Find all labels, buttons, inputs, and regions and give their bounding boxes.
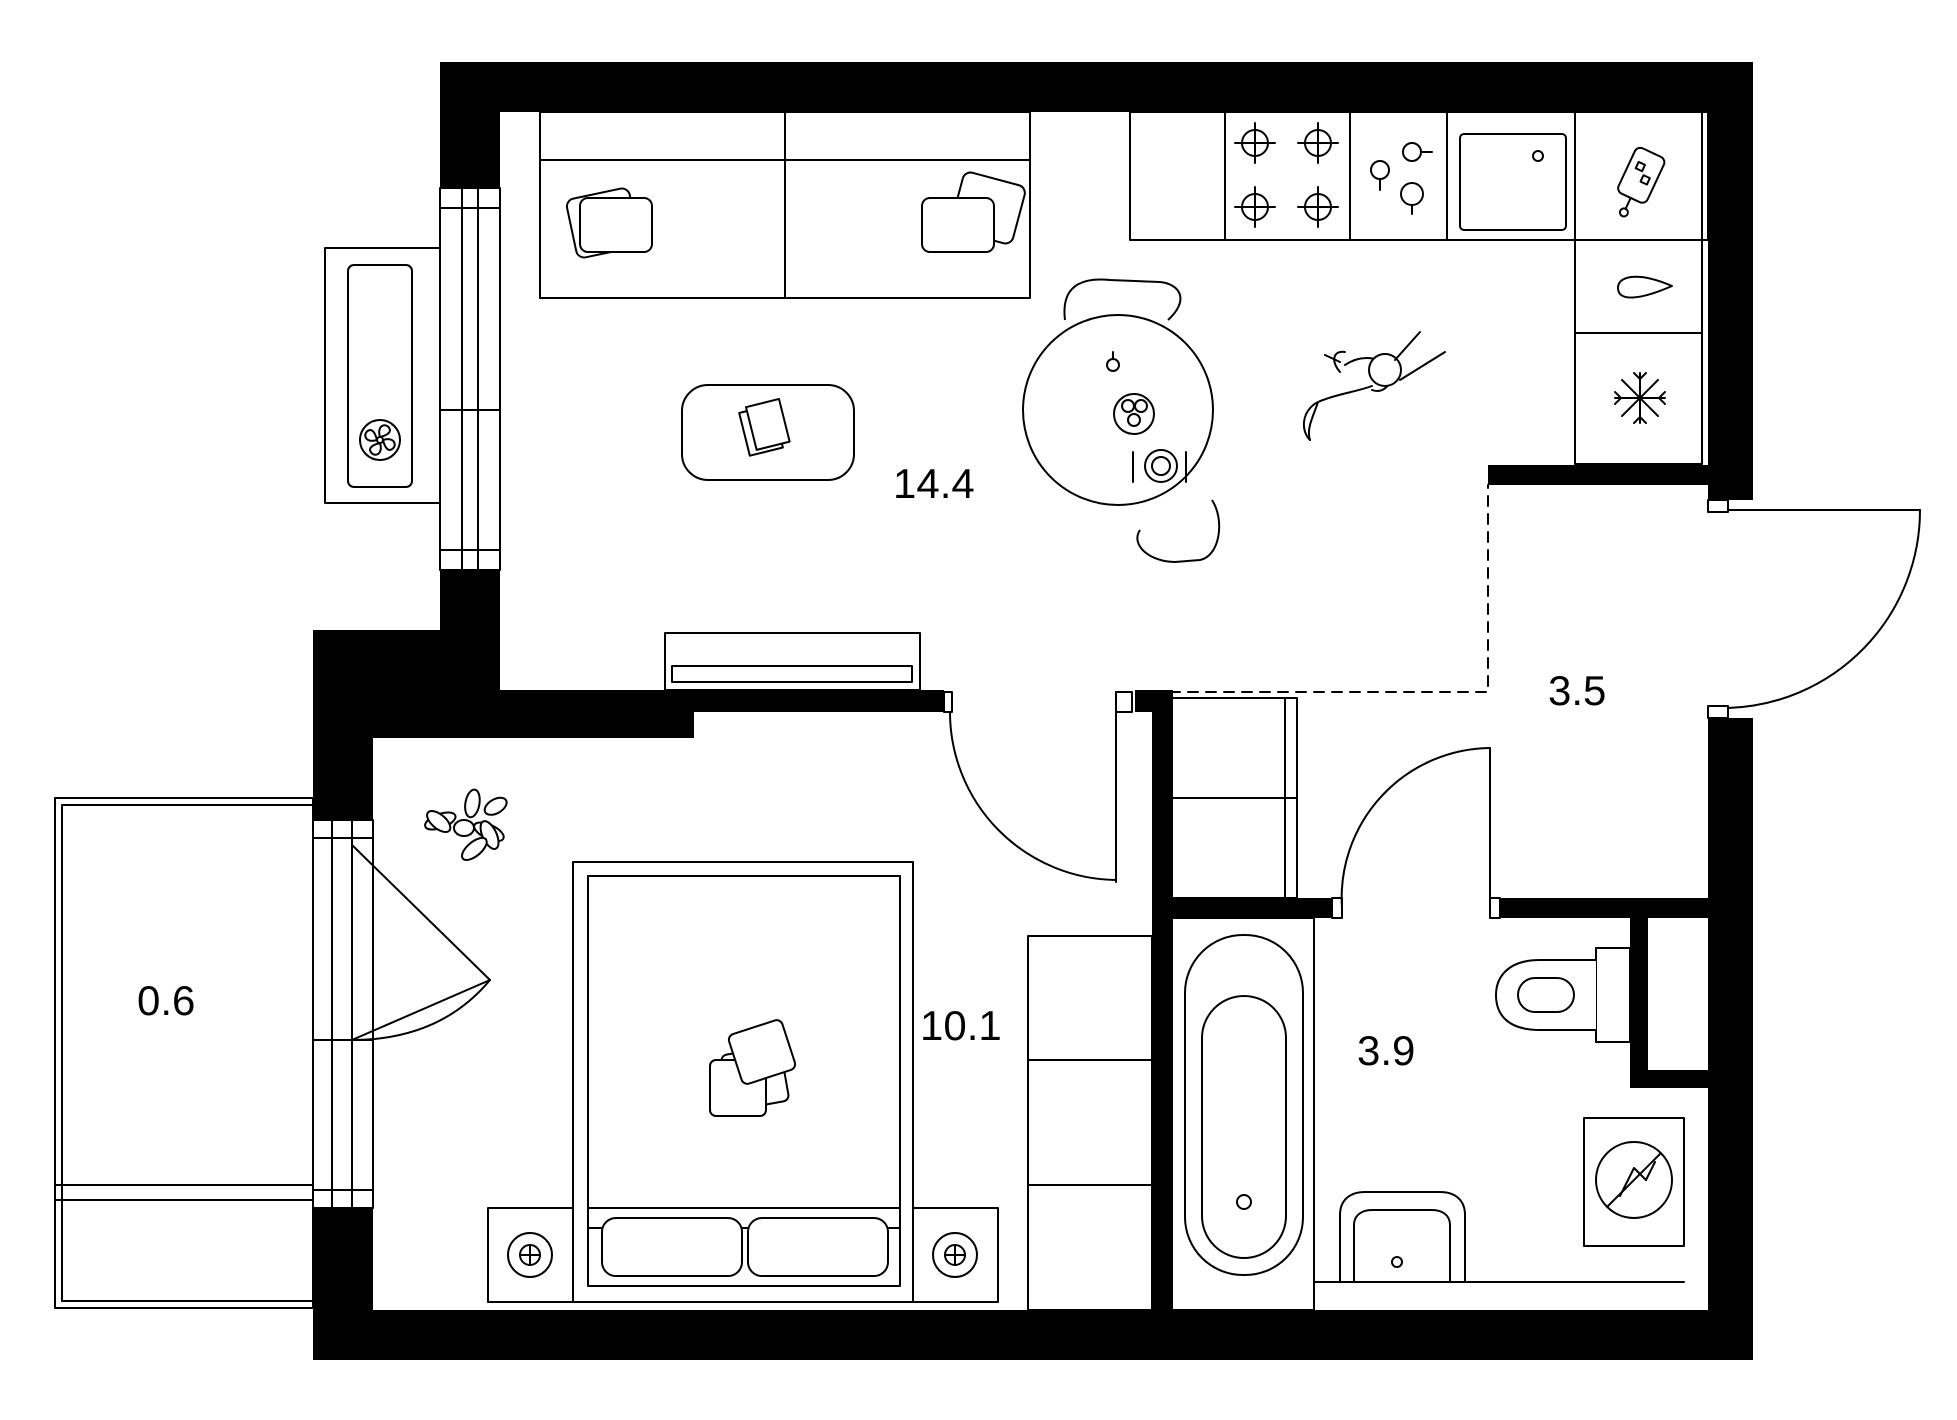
drop-icon	[1617, 275, 1673, 299]
door-bathroom[interactable]	[1331, 747, 1501, 919]
area-living-kitchen: 14.4	[893, 460, 975, 507]
cat-icon	[1302, 331, 1446, 441]
tv-unit	[664, 632, 921, 691]
wardrobe-hallway	[1171, 697, 1298, 899]
area-hallway: 3.5	[1548, 667, 1606, 714]
door-balcony[interactable]	[351, 844, 491, 1041]
nightstand-right	[912, 1207, 999, 1303]
kitchen-utensils	[1370, 142, 1433, 215]
window-bedroom	[312, 819, 374, 1209]
wall-bathroom-north-left	[1152, 898, 1332, 918]
wall-west-mid	[440, 570, 500, 630]
wall-bedroom-north	[372, 690, 694, 738]
wall-bedroom-north-thin	[694, 690, 944, 712]
sofa	[539, 111, 1031, 299]
fan-icon	[359, 419, 401, 461]
walls	[313, 62, 1753, 1360]
wall-shaft-left	[1630, 918, 1648, 1088]
door-bedroom[interactable]	[943, 691, 1133, 883]
sink-kitchen	[1459, 133, 1567, 231]
bathtub	[1171, 917, 1315, 1311]
wall-bathroom-west	[1152, 690, 1172, 1310]
wall-west-top	[440, 62, 500, 188]
wall-south	[313, 1310, 1753, 1360]
nightstand-left	[487, 1207, 574, 1303]
area-balcony: 0.6	[137, 977, 195, 1024]
wall-bathroom-north-right	[1500, 898, 1710, 918]
dining-table	[1022, 278, 1221, 563]
wall-notch	[372, 630, 500, 690]
bed	[572, 861, 914, 1303]
coffee-table	[681, 384, 855, 481]
cutting-board	[1617, 146, 1666, 218]
hallway-zone-line	[1169, 484, 1489, 693]
wall-shaft-bottom	[1630, 1070, 1710, 1088]
door-entrance[interactable]	[1707, 499, 1921, 719]
balcony	[54, 797, 314, 1309]
wall-east-top	[1708, 62, 1753, 500]
washbasin	[1313, 1191, 1685, 1283]
kitchen-counter	[1129, 111, 1709, 465]
snowflake-icon	[1614, 372, 1666, 424]
wall-east-bottom	[1708, 718, 1753, 1360]
plant-icon	[424, 788, 508, 861]
toilet	[1495, 947, 1631, 1043]
window-living	[439, 187, 501, 571]
ac-outdoor-unit	[324, 247, 441, 504]
washing-machine	[1583, 1117, 1685, 1247]
stove-burners	[1224, 111, 1351, 241]
wall-west-lower	[313, 630, 373, 820]
area-bathroom: 3.9	[1357, 1027, 1415, 1074]
area-bedroom: 10.1	[920, 1002, 1002, 1049]
wall-kitchen-partition	[1488, 465, 1708, 485]
wall-north	[440, 62, 1753, 112]
wardrobe-bedroom	[1027, 935, 1153, 1311]
